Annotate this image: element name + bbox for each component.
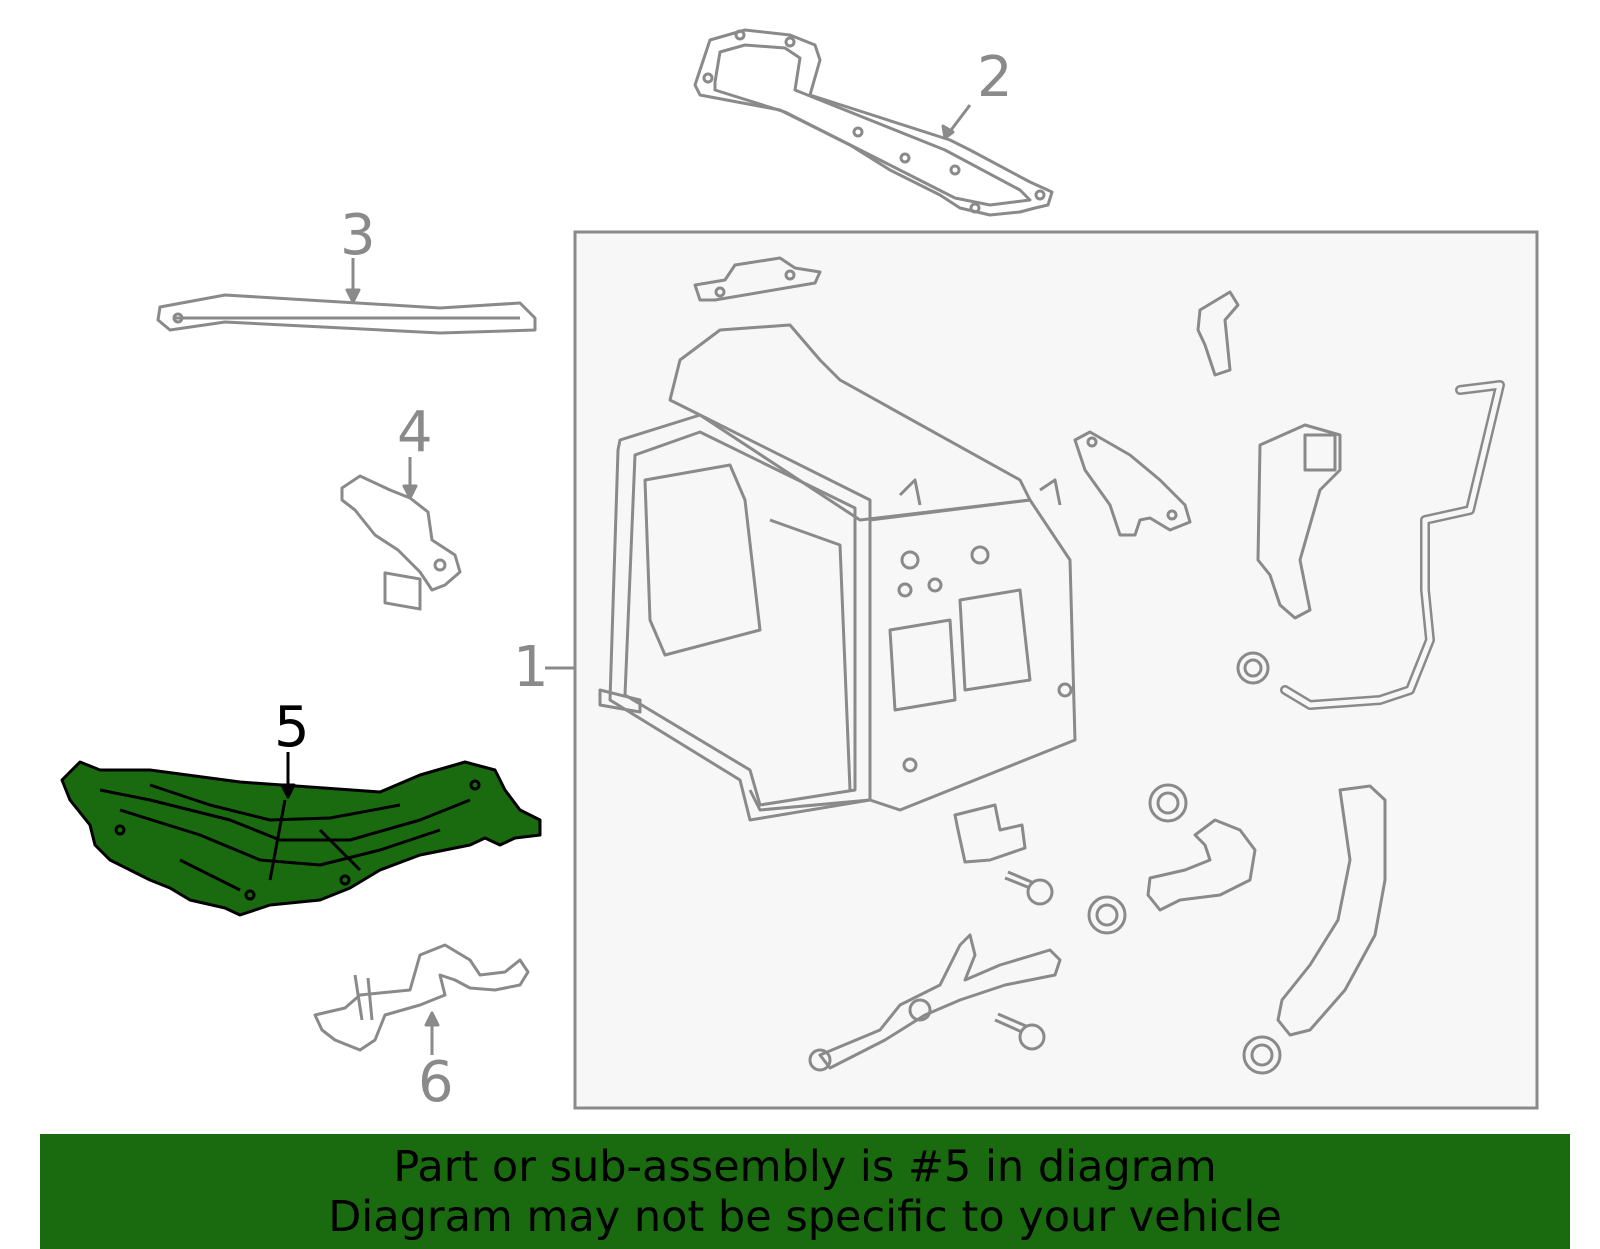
inner-sensor — [1256, 423, 1342, 620]
callout-5: 5 — [274, 695, 310, 760]
callout-6: 6 — [418, 1050, 454, 1115]
banner-line-disclaimer: Diagram may not be specific to your vehi… — [328, 1191, 1282, 1242]
inner-pipe-right-inner — [1282, 382, 1503, 708]
inner-pipe-bottom — [808, 933, 1062, 1072]
part-3-bar[interactable] — [156, 258, 537, 335]
inner-bolts — [994, 870, 1054, 1051]
part-5-lower-plate[interactable] — [60, 752, 542, 917]
inner-clip-top — [1196, 290, 1240, 377]
part-4-bracket[interactable] — [340, 457, 462, 611]
part-2-gasket[interactable] — [693, 28, 1054, 217]
callout-2: 2 — [977, 45, 1013, 110]
inner-hose-long — [1276, 784, 1387, 1037]
part-6-bracket[interactable] — [313, 943, 530, 1055]
inner-bracket-mid — [1073, 430, 1192, 537]
assembly-box — [573, 230, 1539, 1110]
inner-bracket-small — [953, 803, 1027, 864]
inner-clamps — [1087, 651, 1282, 1075]
callout-4: 4 — [397, 400, 433, 465]
parts-diagram — [60, 28, 1539, 1110]
inner-gasket-plate — [693, 256, 822, 302]
callout-3: 3 — [340, 203, 376, 268]
part-1-inverter[interactable] — [598, 323, 1077, 822]
banner-line-part: Part or sub-assembly is #5 in diagram — [393, 1141, 1217, 1192]
info-banner: Part or sub-assembly is #5 in diagram Di… — [40, 1134, 1570, 1249]
inner-hose-elbow — [1146, 818, 1257, 912]
callout-1: 1 — [513, 635, 549, 700]
